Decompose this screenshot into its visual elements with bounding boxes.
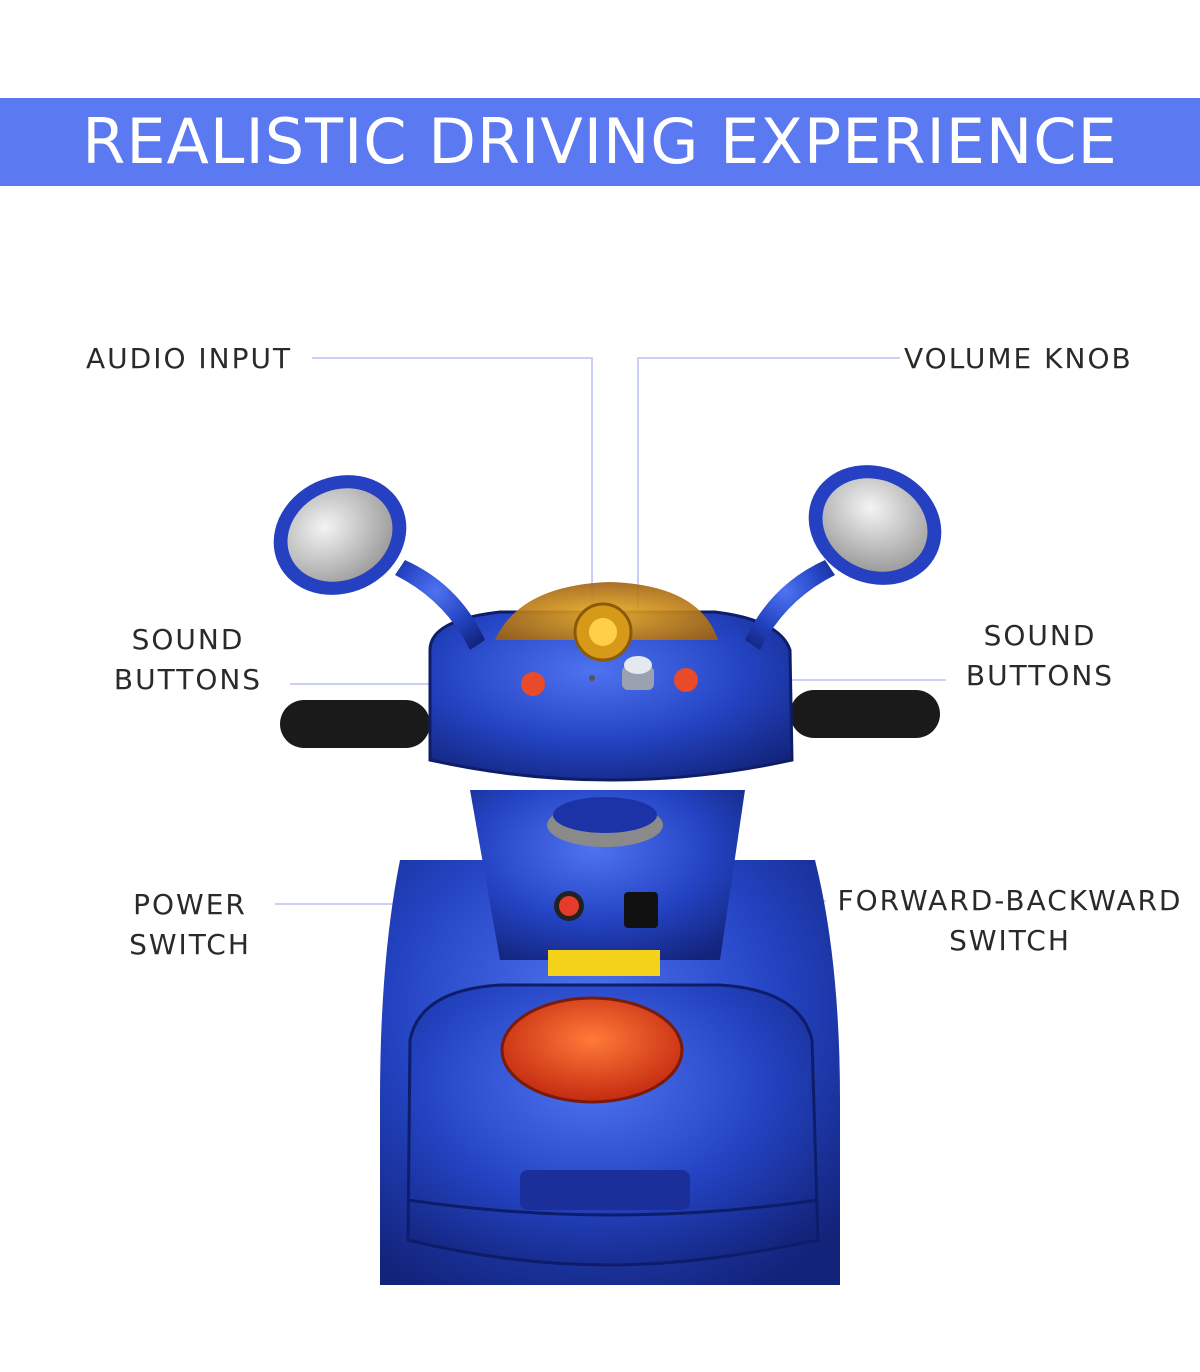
audio-input-leader bbox=[312, 357, 593, 676]
title-banner: REALISTIC DRIVING EXPERIENCE bbox=[0, 98, 1200, 186]
audio-input-jack bbox=[589, 675, 595, 681]
steering-column bbox=[470, 790, 745, 976]
forward-backward-switch bbox=[624, 892, 658, 928]
volume-knob-leader bbox=[637, 357, 900, 668]
banner-title: REALISTIC DRIVING EXPERIENCE bbox=[82, 105, 1118, 178]
sound-buttons-right-label: SOUND BUTTONS bbox=[965, 619, 1115, 692]
sound-button-left bbox=[521, 672, 545, 696]
volume-knob bbox=[622, 656, 654, 690]
audio-input-label: AUDIO INPUT bbox=[86, 342, 293, 375]
sound-buttons-left-label: SOUND BUTTONS bbox=[113, 623, 263, 696]
left-mirror bbox=[273, 475, 407, 595]
right-mirror bbox=[808, 465, 942, 585]
sound-button-right bbox=[674, 668, 698, 692]
tail-light bbox=[500, 996, 684, 1104]
power-switch-label: POWER SWITCH bbox=[129, 888, 251, 961]
right-grip bbox=[790, 690, 940, 738]
volume-knob-label: VOLUME KNOB bbox=[904, 342, 1133, 375]
right-mirror-arm bbox=[745, 560, 835, 650]
handlebar-head bbox=[428, 582, 794, 782]
power-switch-button bbox=[554, 891, 584, 921]
forward-backward-switch-label: FORWARD-BACKWARD SWITCH bbox=[837, 884, 1183, 957]
left-mirror-arm bbox=[395, 560, 485, 650]
left-grip bbox=[280, 700, 430, 748]
scooter-rear-body bbox=[380, 860, 840, 1285]
